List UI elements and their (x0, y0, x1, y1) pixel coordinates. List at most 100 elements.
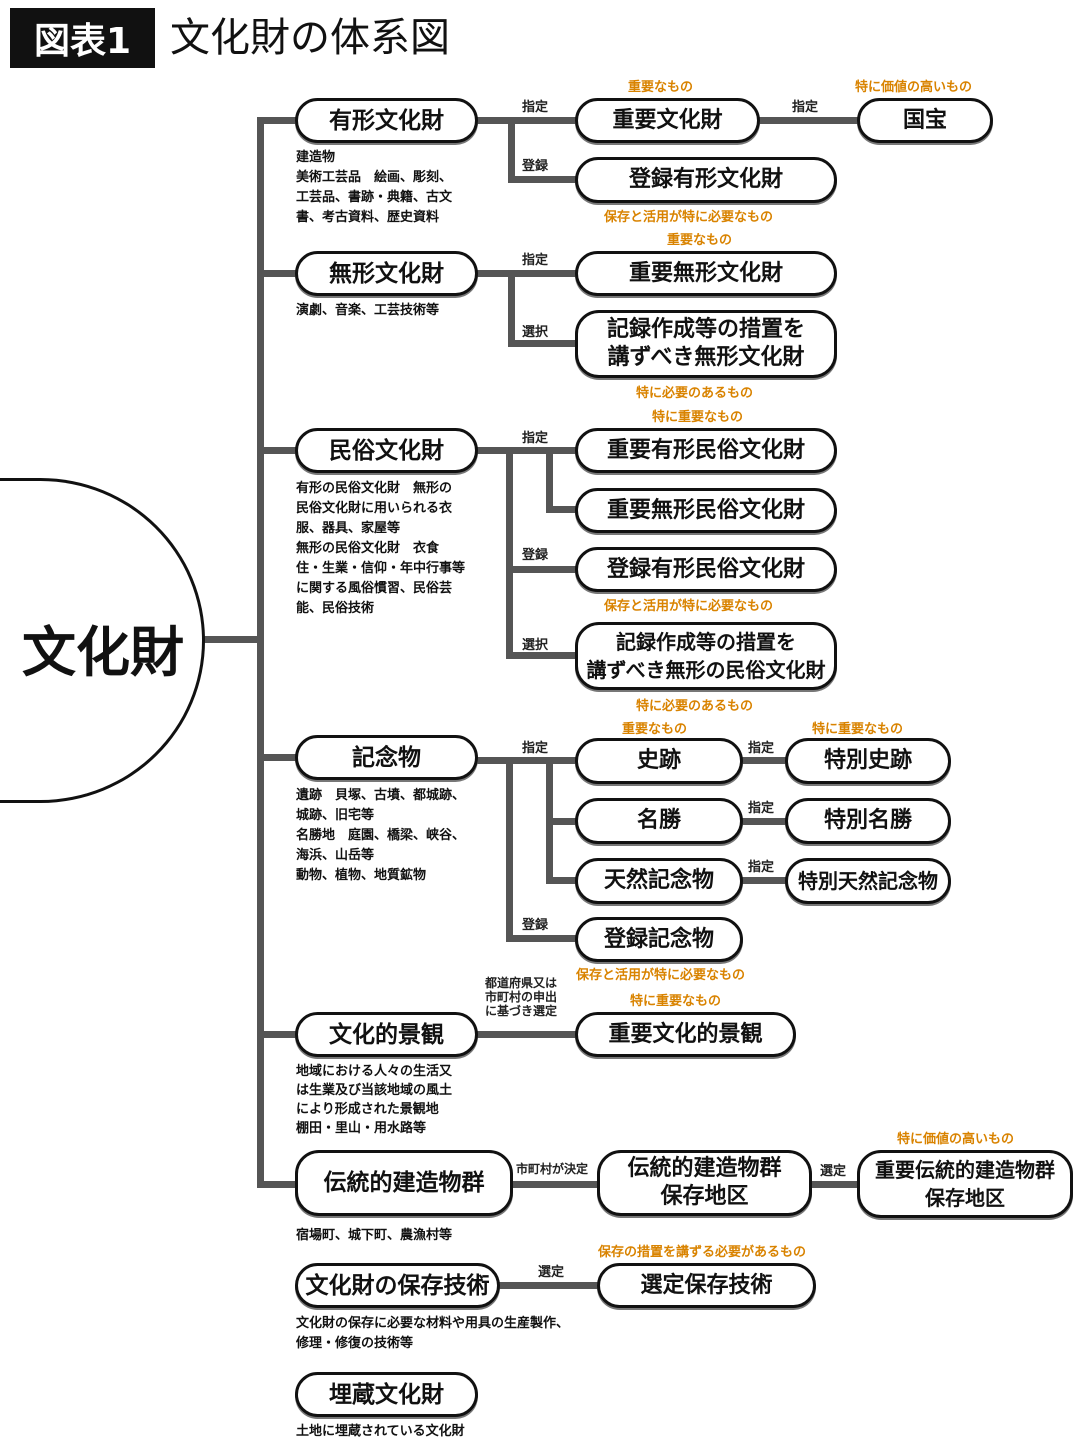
connector (476, 447, 577, 454)
relation-label: 選定 (820, 1164, 847, 1179)
node-registered-tangible[interactable]: 登録有形文化財 (575, 157, 837, 203)
relation-label: 登録 (522, 548, 549, 563)
node-note: 特に必要のあるもの (636, 699, 754, 714)
category-description: 遺跡 貝塚、古墳、都城跡、 城跡、旧宅等 名勝地 庭園、橋梁、峡谷、 海浜、山岳… (296, 788, 466, 883)
connector (546, 447, 553, 513)
connector (476, 117, 577, 124)
node-important-district[interactable]: 重要伝統的建造物群 保存地区 (857, 1150, 1073, 1218)
node-selected-technique[interactable]: 選定保存技術 (597, 1263, 816, 1308)
category-tangible[interactable]: 有形文化財 (295, 98, 478, 143)
relation-label: 市町村が決定 (516, 1162, 589, 1176)
node-registered-monument[interactable]: 登録記念物 (575, 917, 743, 962)
relation-label: 選定 (538, 1265, 565, 1280)
connector (810, 1181, 859, 1188)
category-description: 宿場町、城下町、農漁村等 (296, 1228, 453, 1243)
node-note: 保存と活用が特に必要なもの (576, 968, 746, 983)
connector (508, 340, 577, 347)
category-description: 文化財の保存に必要な材料や用具の生産製作、 修理・修復の技術等 (296, 1316, 570, 1351)
category-landscape[interactable]: 文化的景観 (295, 1012, 478, 1057)
node-note: 特に必要のあるもの (636, 386, 754, 401)
connector (257, 270, 297, 277)
connector (740, 757, 787, 764)
node-record-intangible-folk[interactable]: 記録作成等の措置を 講ずべき無形の民俗文化財 (575, 622, 837, 690)
node-important-property[interactable]: 重要文化財 (575, 98, 760, 143)
connector (257, 447, 297, 454)
node-note: 特に重要なもの (630, 994, 722, 1009)
connector (508, 176, 577, 183)
relation-label: 選択 (522, 325, 549, 340)
node-natural-monument[interactable]: 天然記念物 (575, 858, 743, 904)
category-description: 演劇、音楽、工芸技術等 (296, 303, 440, 318)
category-description: 有形の民俗文化財 無形の 民俗文化財に用いられる衣 服、器具、家屋等 無形の民俗… (296, 481, 466, 616)
connector (546, 877, 577, 884)
category-intangible[interactable]: 無形文化財 (295, 251, 478, 296)
relation-label: 指定 (522, 431, 549, 446)
node-note: 重要なもの (628, 80, 694, 95)
relation-label: 選択 (522, 638, 549, 653)
node-preservation-district[interactable]: 伝統的建造物群 保存地区 (597, 1150, 812, 1216)
node-special-historic-site[interactable]: 特別史跡 (785, 738, 951, 784)
relation-label: 指定 (792, 100, 819, 115)
category-monument[interactable]: 記念物 (295, 735, 478, 780)
page-title: 文化財の体系図 (170, 15, 450, 61)
node-important-intangible-folk[interactable]: 重要無形民俗文化財 (575, 488, 837, 533)
node-note: 重要なもの (667, 233, 733, 248)
category-technique[interactable]: 文化財の保存技術 (295, 1263, 500, 1308)
connector (257, 117, 297, 124)
node-important-landscape[interactable]: 重要文化的景観 (575, 1012, 796, 1057)
trunk-line (257, 117, 264, 1188)
connector (506, 652, 577, 659)
relation-label: 都道府県又は 市町村の申出 に基づき選定 (485, 976, 558, 1018)
connector (257, 1031, 297, 1038)
connector (506, 757, 513, 942)
relation-label: 指定 (748, 741, 775, 756)
node-note: 特に価値の高いもの (897, 1132, 1015, 1147)
connector (758, 117, 859, 124)
connector (476, 270, 577, 277)
node-note: 特に価値の高いもの (855, 80, 973, 95)
root-connector (203, 636, 263, 643)
connector (506, 566, 577, 573)
node-scenic-beauty[interactable]: 名勝 (575, 798, 743, 844)
connector (476, 757, 577, 764)
connector (506, 447, 513, 659)
relation-label: 登録 (522, 159, 549, 174)
category-buried[interactable]: 埋蔵文化財 (295, 1372, 478, 1417)
relation-label: 指定 (522, 741, 549, 756)
node-historic-site[interactable]: 史跡 (575, 738, 743, 784)
relation-label: 登録 (522, 918, 549, 933)
figure-tag: 図表1 (10, 8, 155, 68)
connector (476, 1031, 577, 1038)
node-note: 保存と活用が特に必要なもの (604, 210, 774, 225)
node-note: 特に重要なもの (812, 722, 904, 737)
node-note: 保存の措置を講ずる必要があるもの (598, 1245, 807, 1260)
category-district[interactable]: 伝統的建造物群 (295, 1150, 513, 1216)
connector (740, 818, 787, 825)
node-note: 特に重要なもの (652, 410, 744, 425)
relation-label: 指定 (748, 860, 775, 875)
relation-label: 指定 (522, 100, 549, 115)
node-important-intangible[interactable]: 重要無形文化財 (575, 251, 837, 296)
root-label: 文化財 (22, 620, 184, 684)
connector (257, 754, 297, 761)
node-record-intangible[interactable]: 記録作成等の措置を 講ずべき無形文化財 (575, 310, 837, 378)
connector (546, 506, 577, 513)
connector (257, 1181, 297, 1188)
category-description: 土地に埋蔵されている文化財 (296, 1424, 465, 1439)
connector (546, 818, 577, 825)
category-description: 地域における人々の生活又 は生業及び当該地域の風土 により形成された景観地 棚田… (296, 1064, 453, 1136)
connector (508, 117, 515, 183)
connector (511, 1181, 599, 1188)
node-special-scenic-beauty[interactable]: 特別名勝 (785, 798, 951, 844)
connector (498, 1282, 599, 1289)
node-special-natural-monument[interactable]: 特別天然記念物 (785, 858, 951, 904)
node-registered-tangible-folk[interactable]: 登録有形民俗文化財 (575, 547, 837, 592)
category-folk[interactable]: 民俗文化財 (295, 428, 478, 473)
category-description: 建造物 美術工芸品 絵画、彫刻、 工芸品、書跡・典籍、古文 書、考古資料、歴史資… (296, 150, 453, 225)
node-note: 重要なもの (622, 722, 688, 737)
node-national-treasure[interactable]: 国宝 (857, 98, 993, 143)
relation-label: 指定 (522, 253, 549, 268)
node-important-tangible-folk[interactable]: 重要有形民俗文化財 (575, 428, 837, 473)
node-note: 保存と活用が特に必要なもの (604, 599, 774, 614)
connector (508, 270, 515, 346)
